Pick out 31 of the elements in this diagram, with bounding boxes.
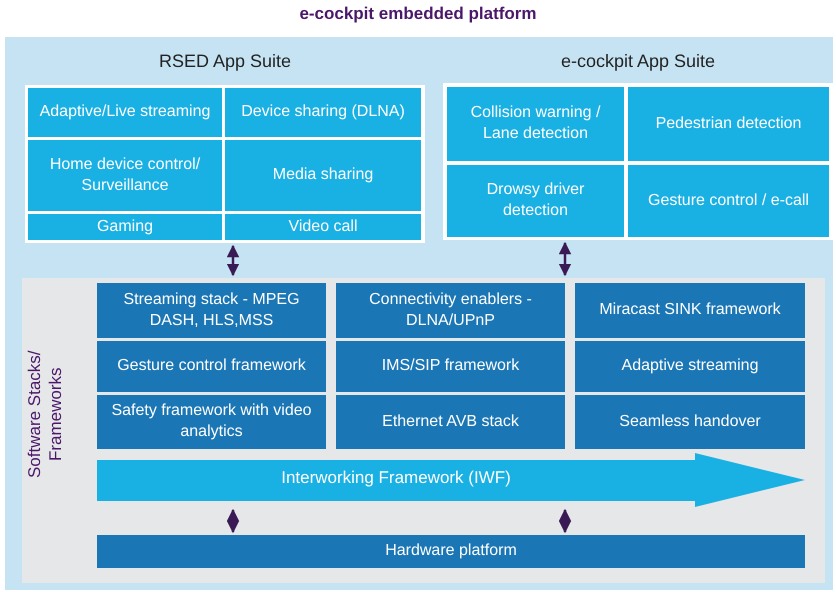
component-box: Safety framework with video analytics — [97, 395, 326, 449]
group-heading: e-cockpit App Suite — [560, 51, 716, 72]
arrow-label: Interworking Framework (IWF) — [280, 468, 512, 488]
component-box: Video call — [225, 214, 421, 240]
component-box: Connectivity enablers - DLNA/UPnP — [336, 283, 565, 338]
component-box: Gaming — [28, 214, 222, 240]
component-box: Device sharing (DLNA) — [225, 88, 421, 137]
component-box: Seamless handover — [575, 395, 805, 449]
panel-label: Software Stacks/ Frameworks — [24, 349, 66, 480]
double-arrow — [558, 242, 572, 276]
software-stack-panel — [22, 278, 825, 583]
component-box: Gesture control / e-call — [628, 165, 829, 237]
double-arrow — [226, 244, 240, 276]
component-box: Gesture control framework — [97, 341, 326, 392]
component-box: IMS/SIP framework — [336, 341, 565, 392]
double-arrow — [226, 508, 240, 534]
component-box: Pedestrian detection — [628, 87, 829, 161]
group-heading: RSED App Suite — [158, 51, 292, 72]
component-box: Collision warning / Lane detection — [447, 87, 624, 161]
diagram-title: e-cockpit embedded platform — [298, 4, 538, 24]
component-box: Ethernet AVB stack — [336, 395, 565, 449]
component-box: Drowsy driver detection — [447, 165, 624, 237]
block-arrow — [97, 453, 805, 507]
component-box: Hardware platform — [97, 535, 805, 568]
double-arrow — [558, 508, 572, 534]
component-box: Adaptive streaming — [575, 341, 805, 392]
component-box: Adaptive/Live streaming — [28, 88, 222, 137]
component-box: Home device control/ Surveillance — [28, 140, 222, 211]
component-box: Media sharing — [225, 140, 421, 211]
component-box: Miracast SINK framework — [575, 283, 805, 338]
component-box: Streaming stack - MPEG DASH, HLS,MSS — [97, 283, 326, 338]
